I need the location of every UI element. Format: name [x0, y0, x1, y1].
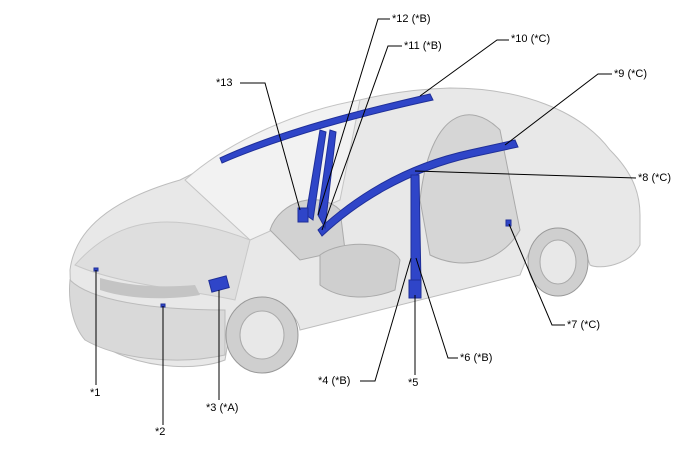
curtain-airbag-right — [219, 93, 434, 164]
callout-9: *9 (*C) — [614, 68, 648, 80]
front-pillar-belt-12 — [305, 129, 327, 221]
callout-1: *1 — [90, 387, 101, 399]
callout-8: *8 (*C) — [638, 172, 672, 184]
hood — [74, 221, 251, 301]
airbag-sensor-3 — [208, 275, 230, 293]
curtain-airbag-left — [317, 139, 519, 237]
callout-12: *12 (*B) — [392, 13, 431, 25]
rear-wheel-rim — [539, 239, 577, 285]
callout-10: *10 (*C) — [511, 33, 551, 45]
rear-sensor-7 — [505, 219, 512, 227]
callout-5: *5 — [408, 377, 419, 389]
headlight — [100, 278, 200, 299]
callout-6: *6 (*B) — [460, 352, 493, 364]
leader-lines — [95, 18, 637, 425]
callout-3: *3 (*A) — [206, 402, 239, 414]
front-pillar-belt-11 — [317, 129, 337, 230]
callout-11: *11 (*B) — [404, 40, 442, 52]
driver-seat — [319, 243, 401, 298]
seat-belt-pretensioner-13 — [297, 207, 309, 223]
callout-7: *7 (*C) — [567, 319, 601, 331]
callout-2: *2 — [155, 426, 166, 438]
front-wheel-rim — [239, 310, 285, 360]
front-bumper — [69, 278, 226, 361]
callout-13: *13 — [216, 77, 233, 89]
callout-4: *4 (*B) — [318, 375, 351, 387]
